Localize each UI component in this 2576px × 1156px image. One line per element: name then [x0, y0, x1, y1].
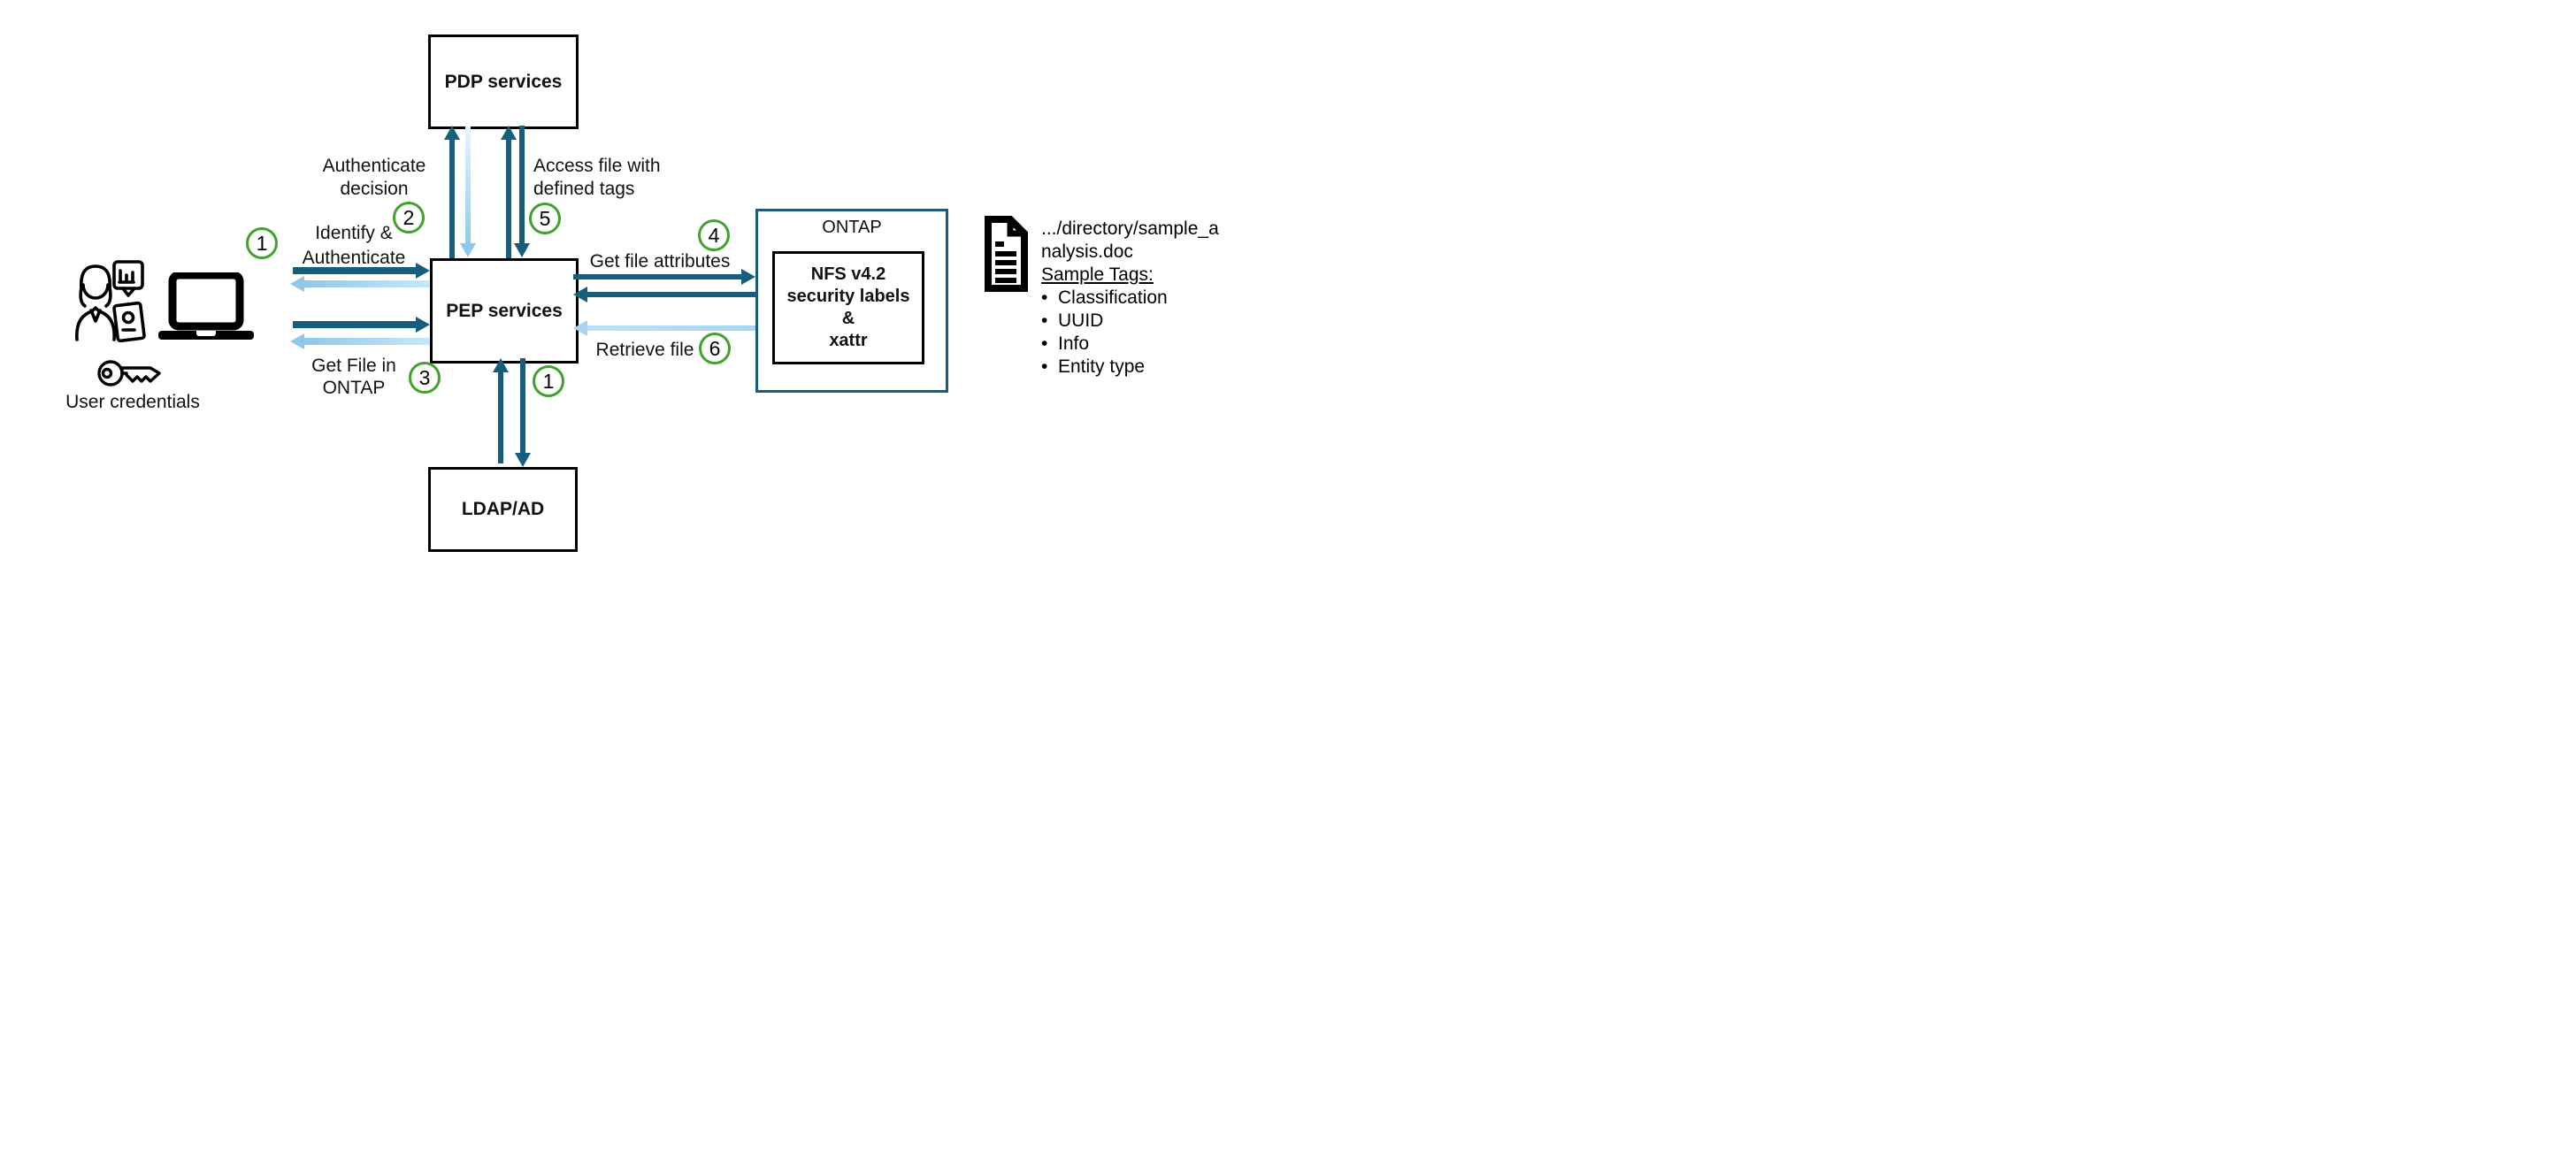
arrow-pep-to-pdp	[449, 139, 455, 258]
pdp-services-label: PDP services	[444, 71, 563, 92]
arrow-retrieve-file	[587, 325, 755, 331]
arrow-client-to-pep-2	[293, 321, 417, 328]
nfs-line: &	[841, 309, 855, 328]
access-file-label: Access file with defined tags	[533, 156, 661, 199]
diagram-canvas: PDP services PEP services LDAP/AD ONTAP …	[0, 0, 1288, 578]
step-badge-3: 3	[409, 362, 441, 394]
nfs-line: NFS v4.2	[810, 264, 886, 284]
tag-item: UUID	[1041, 310, 1268, 333]
arrow-client-to-pep-1	[293, 267, 417, 274]
identify-authenticate-label: Identify & Authenticate	[302, 223, 406, 268]
laptop-icon	[158, 272, 254, 340]
arrow-ldap-to-pep	[498, 371, 503, 463]
tag-item: Classification	[1041, 287, 1268, 310]
arrow-ontap-to-pep-head	[573, 287, 587, 302]
file-path-line: nalysis.doc	[1041, 241, 1133, 262]
arrow-pdp-to-pep-light-head	[460, 243, 476, 257]
sample-file-info: .../directory/sample_a nalysis.doc Sampl…	[1041, 218, 1268, 379]
arrow-pep-to-ontap-head	[741, 269, 755, 285]
nfs-security-labels-box: NFS v4.2 security labels & xattr	[772, 251, 924, 364]
ldap-ad-label: LDAP/AD	[461, 499, 545, 519]
arrow-client-to-pep-2-head	[416, 317, 430, 333]
pep-services-label: PEP services	[446, 300, 563, 321]
key-icon	[97, 360, 161, 387]
retrieve-file-label: Retrieve file	[595, 340, 694, 360]
arrow-pep-to-ldap-head	[515, 453, 531, 467]
pep-services-box: PEP services	[430, 258, 579, 364]
arrow-ldap-to-pep-head	[493, 358, 509, 372]
step-badge-5: 5	[529, 203, 561, 234]
arrow-pep-to-client-2-head	[290, 333, 304, 349]
document-icon	[985, 216, 1028, 292]
step-badge-6: 6	[699, 333, 731, 364]
step-badge-2: 2	[393, 202, 425, 233]
arrow-pep-to-ontap	[573, 274, 741, 279]
arrow-ontap-to-pep	[587, 292, 755, 297]
ontap-label: ONTAP	[822, 218, 882, 237]
arrow-client-to-pep-1-head	[416, 263, 430, 279]
step-badge-1: 1	[246, 227, 278, 259]
tag-item: Info	[1041, 333, 1268, 356]
get-file-attributes-label: Get file attributes	[589, 251, 731, 272]
arrow-pep-to-client-1-head	[290, 276, 304, 292]
nfs-line: security labels	[786, 287, 910, 306]
nfs-line: xattr	[829, 331, 868, 350]
authenticate-decision-label: Authenticate decision	[322, 156, 426, 199]
arrow-pep-to-pdp-tags-head	[501, 126, 517, 140]
step-badge-1-ldap: 1	[533, 365, 564, 397]
step-badge-4: 4	[698, 219, 730, 251]
arrow-pdp-to-pep-light	[465, 126, 471, 244]
arrow-pep-to-ldap	[520, 358, 525, 453]
arrow-retrieve-file-head	[573, 320, 587, 336]
analyst-user-icon	[75, 260, 146, 343]
arrow-pep-to-client-1	[304, 280, 430, 287]
pdp-services-box: PDP services	[428, 34, 579, 129]
get-file-in-ontap-label: Get File in ONTAP	[311, 356, 396, 398]
arrow-pdp-to-pep-tags	[519, 126, 525, 244]
user-credentials-label: User credentials	[65, 392, 200, 412]
arrow-pep-to-pdp-tags	[506, 139, 511, 258]
sample-tags-heading: Sample Tags:	[1041, 264, 1154, 285]
ldap-ad-box: LDAP/AD	[428, 467, 578, 552]
tag-item: Entity type	[1041, 356, 1268, 379]
arrow-pep-to-pdp-head	[444, 126, 460, 140]
file-path-line: .../directory/sample_a	[1041, 218, 1219, 239]
arrow-pep-to-client-2	[304, 338, 430, 345]
arrow-pdp-to-pep-tags-head	[514, 243, 530, 257]
